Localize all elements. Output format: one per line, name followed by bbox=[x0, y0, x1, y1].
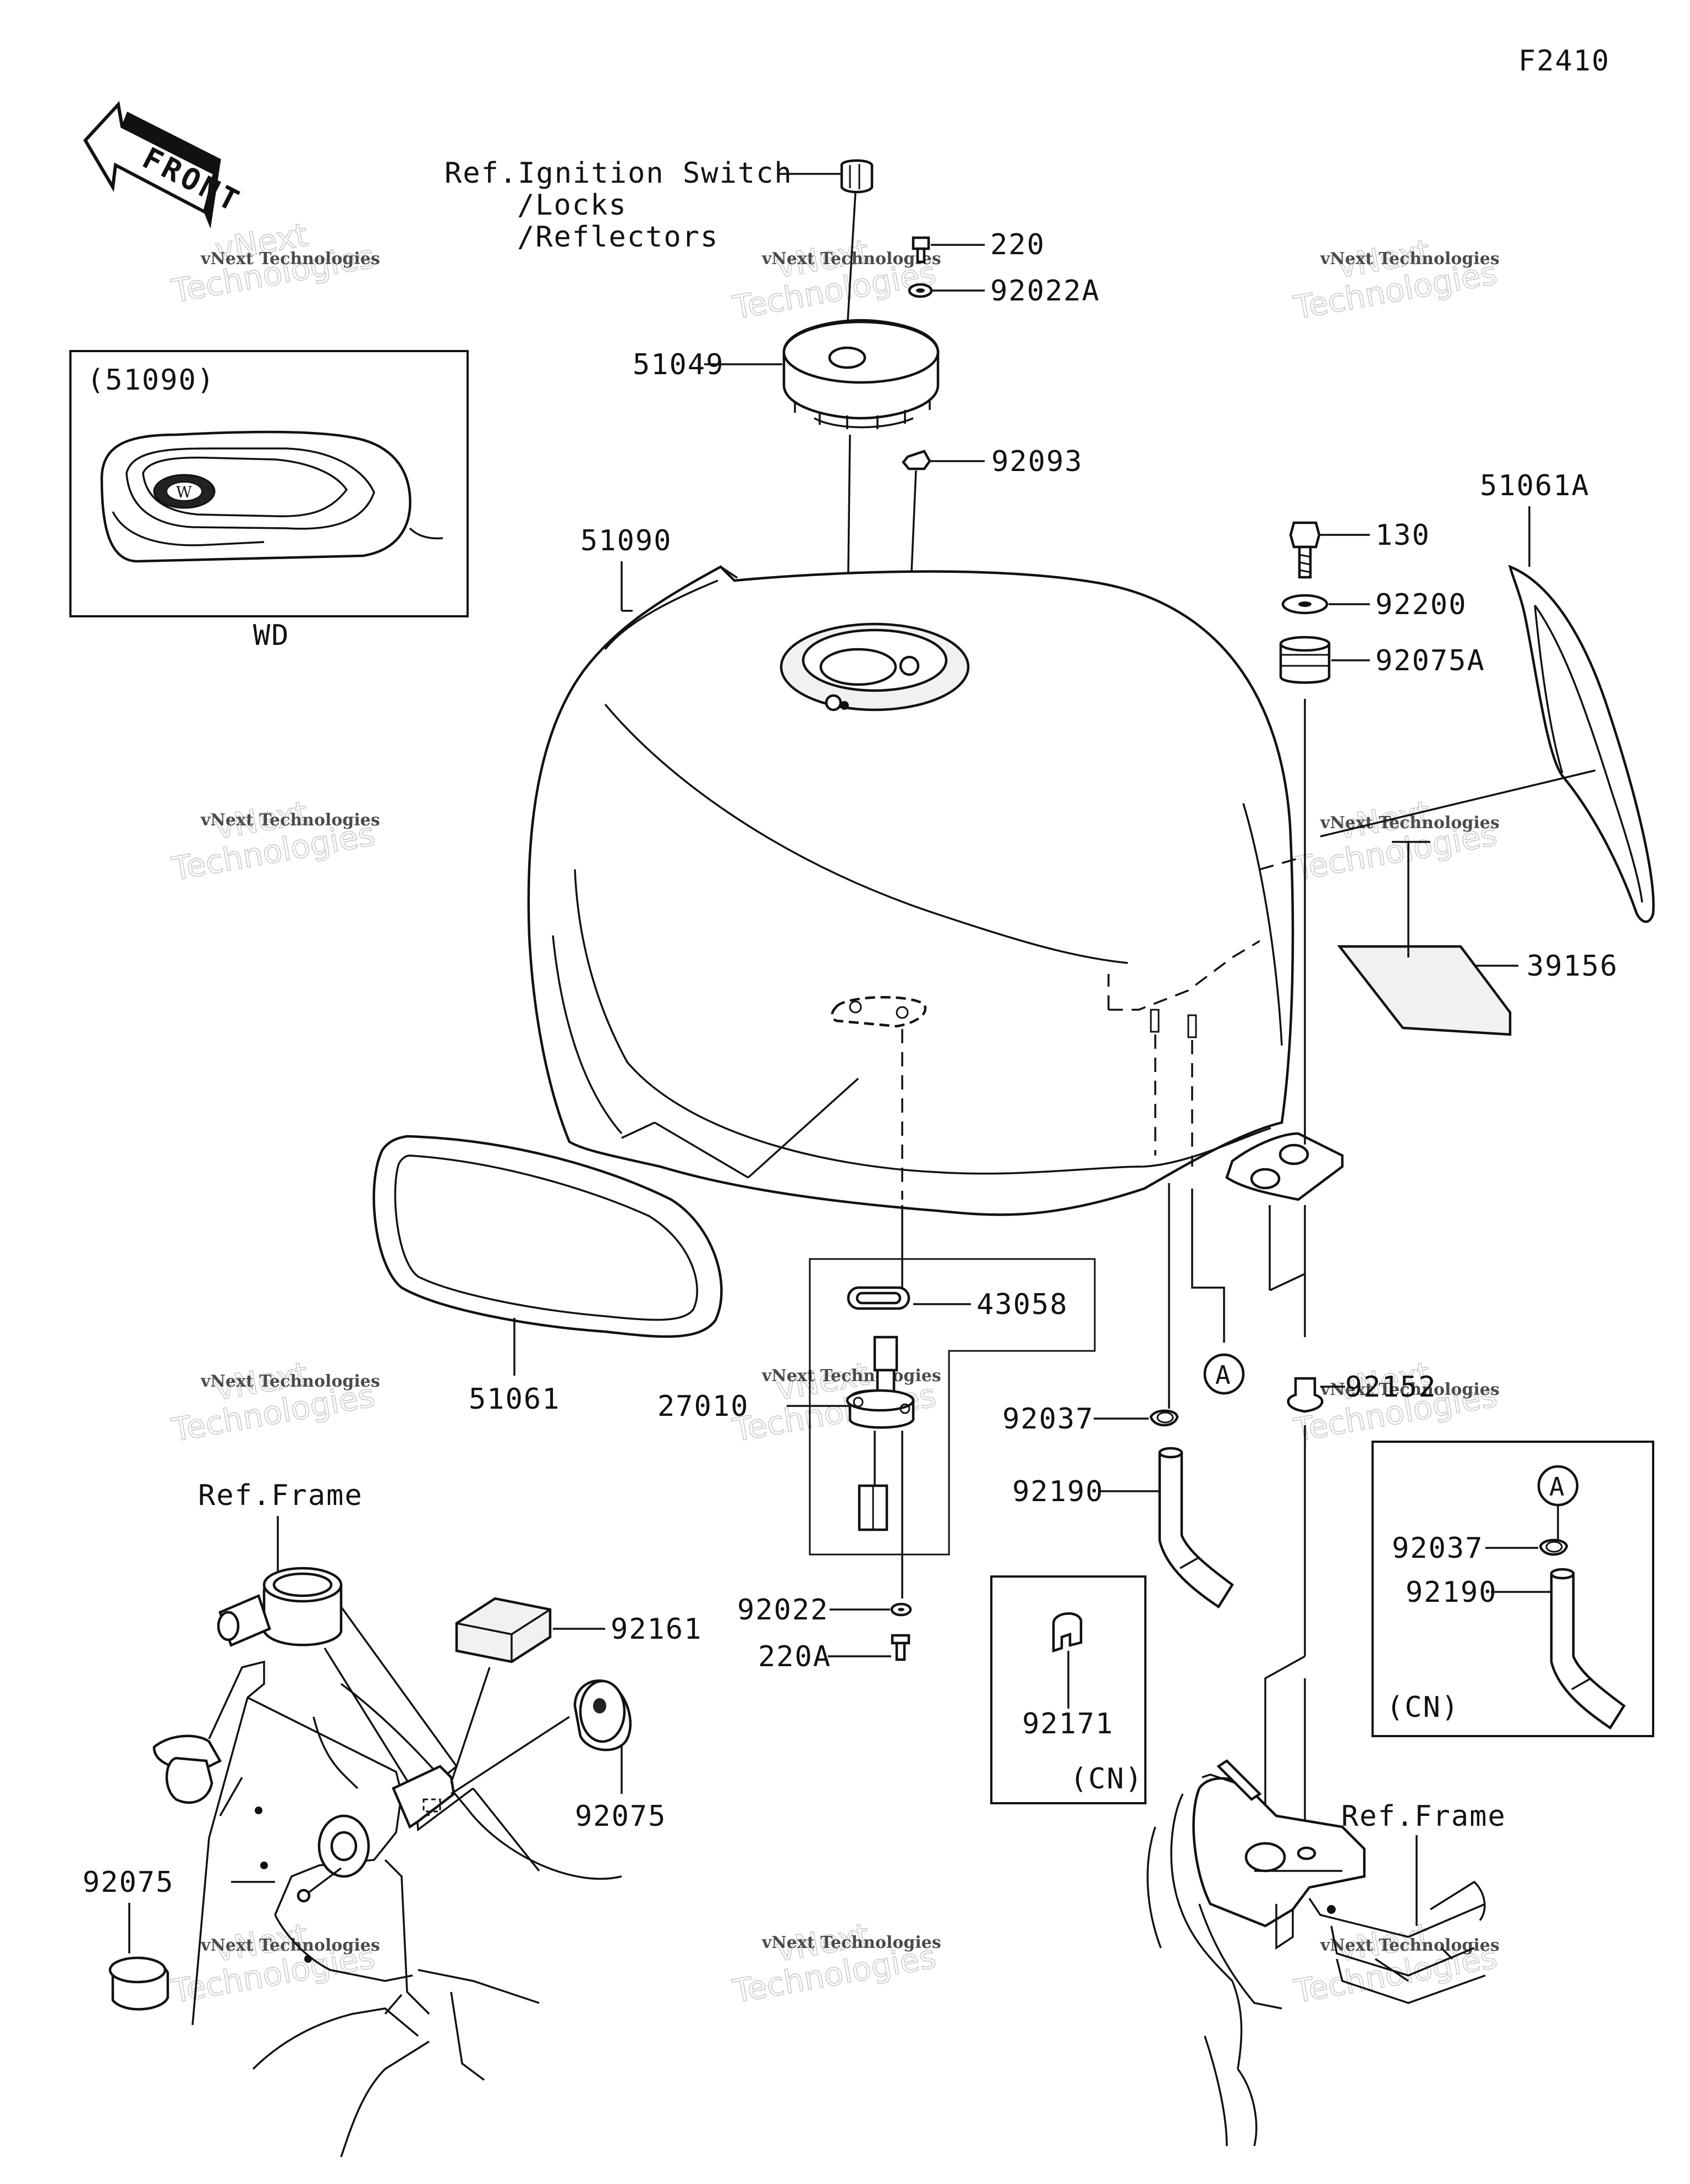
label-part-51090: 51090 bbox=[580, 524, 672, 557]
label-part-130: 130 bbox=[1375, 519, 1430, 552]
watermark-text: vNext Technologies bbox=[200, 1936, 380, 1955]
inset-wd: (51090) W WD bbox=[69, 350, 469, 652]
watermark-text: vNext Technologies bbox=[761, 1933, 941, 1952]
sheet-39156 bbox=[1337, 945, 1512, 1036]
inset-cn-hose-marker: A bbox=[1549, 1472, 1565, 1502]
knee-pad-51061 bbox=[372, 1135, 723, 1338]
label-part-39156: 39156 bbox=[1527, 950, 1618, 983]
watermark-text: vNext Technologies bbox=[200, 249, 380, 269]
label-ref-frame-right: Ref.Frame bbox=[1341, 1800, 1506, 1833]
watermark-text: vNext Technologies bbox=[1320, 1936, 1500, 1955]
label-part-92075-left: 92075 bbox=[83, 1866, 174, 1899]
pad-92161: 92161 bbox=[450, 1597, 703, 1783]
label-part-220a: 220A bbox=[758, 1640, 831, 1673]
front-arrow-icon: FRONT bbox=[83, 101, 247, 229]
label-part-43058: 43058 bbox=[976, 1288, 1068, 1321]
label-part-27010: 27010 bbox=[657, 1390, 749, 1423]
label-ref-reflectors: /Reflectors bbox=[517, 221, 718, 254]
inset-cn-hose: A 92037 92190 (CN) bbox=[1371, 1441, 1654, 1737]
frame-rear-mount: Ref.Frame bbox=[1146, 1655, 1506, 2147]
label-part-51049: 51049 bbox=[633, 348, 725, 381]
watermark-text: vNext Technologies bbox=[761, 1366, 941, 1386]
label-part-92075-right: 92075 bbox=[575, 1800, 667, 1833]
figure-code: F2410 bbox=[1518, 45, 1610, 78]
drain-hose-group: A 92037 92190 92152 bbox=[1002, 1034, 1437, 1656]
frame-front-mount: Ref.Frame bbox=[152, 1479, 622, 2158]
inset-cn-hose-hose-label: 92190 bbox=[1406, 1576, 1497, 1609]
watermark-text: vNext Technologies bbox=[200, 1372, 380, 1391]
marker-a-circle bbox=[1203, 1353, 1245, 1395]
inset-cn-hose-clip-label: 92037 bbox=[1392, 1532, 1484, 1565]
bolt-130-head bbox=[1289, 521, 1321, 549]
fuel-tank-51090 bbox=[527, 565, 1344, 1216]
fuel-cap-51049 bbox=[782, 319, 940, 429]
label-part-92037: 92037 bbox=[1002, 1403, 1094, 1436]
label-part-92093: 92093 bbox=[991, 445, 1083, 478]
screw-220 bbox=[912, 236, 930, 264]
label-ref-frame-left: Ref.Frame bbox=[198, 1479, 363, 1512]
label-ref-locks: /Locks bbox=[517, 189, 627, 222]
watermark-text: vNext Technologies bbox=[1320, 1380, 1500, 1399]
inset-cn-hose-region: (CN) bbox=[1386, 1691, 1459, 1724]
label-part-92022a: 92022A bbox=[990, 275, 1100, 308]
label-part-92171: 92171 bbox=[1022, 1707, 1114, 1740]
inset-cn-clip-region: (CN) bbox=[1070, 1762, 1143, 1796]
wd-emblem-letter: W bbox=[176, 483, 192, 501]
label-part-51061a: 51061A bbox=[1480, 469, 1590, 502]
label-part-92161: 92161 bbox=[611, 1613, 703, 1646]
label-ref-ignition-switch: Ref.Ignition Switch bbox=[445, 157, 793, 190]
inset-wd-part-ref: (51090) bbox=[87, 364, 215, 397]
inset-wd-caption: WD bbox=[253, 619, 290, 652]
label-part-92152: 92152 bbox=[1345, 1371, 1437, 1404]
fuel-pump-group: 43058 27010 92022 220A bbox=[657, 1029, 1096, 1673]
label-part-92075a: 92075A bbox=[1375, 644, 1485, 677]
label-part-92190: 92190 bbox=[1012, 1475, 1104, 1508]
nut-92093 bbox=[902, 450, 931, 470]
inset-cn-clip: 92171 (CN) bbox=[990, 1575, 1146, 1804]
rear-mount-stack: 130 92200 92075A bbox=[1279, 519, 1485, 1145]
watermark-text: vNext Technologies bbox=[200, 811, 380, 830]
clip-92171-icon bbox=[1052, 1612, 1083, 1653]
label-part-92022: 92022 bbox=[737, 1594, 829, 1627]
knee-pad-51061a bbox=[1508, 565, 1655, 923]
fuel-cap-assembly: Ref.Ignition Switch /Locks /Reflectors 2… bbox=[445, 157, 1100, 661]
label-part-92200: 92200 bbox=[1375, 588, 1467, 621]
label-part-220: 220 bbox=[990, 228, 1045, 261]
hose-92190 bbox=[1158, 1451, 1234, 1609]
cushion-92075-left: 92075 bbox=[83, 1866, 174, 2011]
watermark-text: vNext Technologies bbox=[1320, 249, 1500, 269]
collar-92152 bbox=[1287, 1377, 1324, 1413]
marker-a: A bbox=[1215, 1360, 1231, 1390]
cushion-92075-right: 92075 bbox=[451, 1679, 667, 1833]
label-part-51061: 51061 bbox=[469, 1383, 561, 1416]
